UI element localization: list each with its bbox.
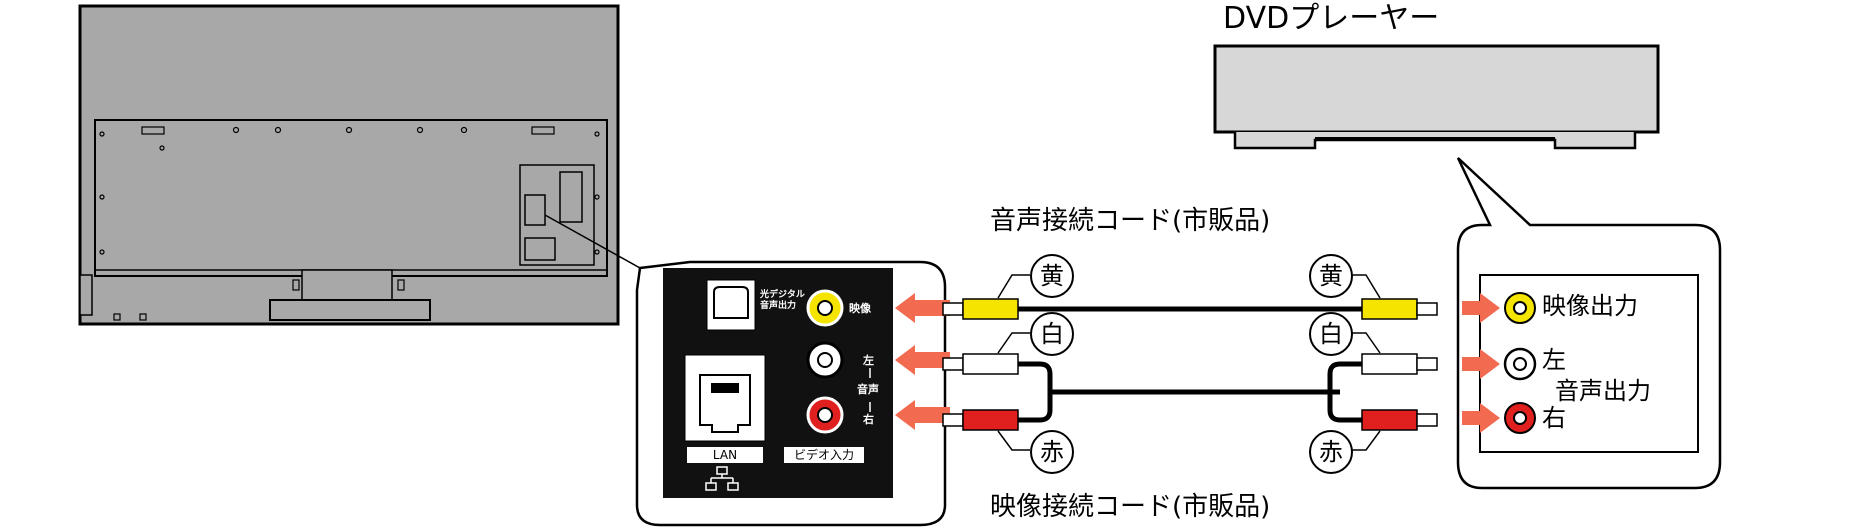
audio-cable-label: 音声接続コード(市販品) <box>990 206 1271 236</box>
dvd-output-arrows <box>1462 293 1500 433</box>
dvd-audio-out-label: 音声出力 <box>1555 377 1651 405</box>
dvd-terminal-callout <box>1456 157 1722 490</box>
tv-right-label: 右 <box>863 413 874 426</box>
tv-terminal-callout <box>635 260 947 527</box>
tv-back <box>78 4 641 326</box>
video-cable <box>942 274 1438 320</box>
lan-label: LAN <box>712 448 738 462</box>
white-plug-tag-left: 白 <box>1030 312 1074 356</box>
tv-audio-label: 音声 <box>857 383 879 396</box>
optical-out-label: 光デジタル 音声出力 <box>760 290 805 311</box>
yellow-plug-tag-right: 黄 <box>1309 254 1353 298</box>
dvd-video-out-label: 映像出力 <box>1542 292 1638 320</box>
video-input-label: ビデオ入力 <box>793 448 854 462</box>
audio-cable <box>942 332 1438 451</box>
red-plug-tag-right: 赤 <box>1309 430 1353 474</box>
dvd-player <box>1213 44 1660 150</box>
tv-video-label: 映像 <box>849 302 871 315</box>
yellow-plug-tag-left: 黄 <box>1030 254 1074 298</box>
tv-input-arrows <box>895 293 950 430</box>
tv-left-label: 左 <box>863 354 874 367</box>
dvd-player-label: DVDプレーヤー <box>1223 1 1440 36</box>
video-cable-label: 映像接続コード(市販品) <box>990 492 1271 522</box>
red-plug-tag-left: 赤 <box>1030 430 1074 474</box>
white-plug-tag-right: 白 <box>1309 312 1353 356</box>
dvd-right-label: 右 <box>1542 404 1566 432</box>
dvd-left-label: 左 <box>1542 346 1566 374</box>
